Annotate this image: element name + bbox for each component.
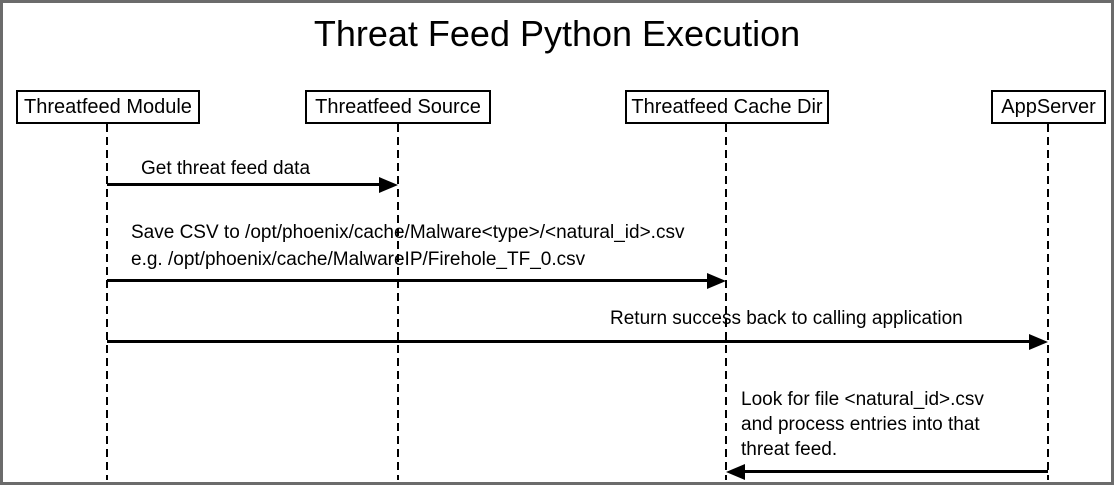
actor-label: AppServer <box>1001 95 1096 118</box>
message-arrow-line <box>107 279 708 282</box>
message-arrow-line <box>107 340 1030 343</box>
message-arrow-line <box>744 470 1048 473</box>
diagram-title: Threat Feed Python Execution <box>313 13 801 54</box>
arrowhead-right-icon <box>707 273 726 289</box>
lifeline-threatfeed-cache-dir <box>725 124 727 480</box>
message-label-save-csv: Save CSV to /opt/phoenix/cache/Malware<t… <box>131 219 684 273</box>
actor-threatfeed-module: Threatfeed Module <box>16 90 200 124</box>
arrowhead-left-icon <box>726 464 745 480</box>
lifeline-threatfeed-module <box>106 124 108 480</box>
actor-label: Threatfeed Module <box>24 95 192 118</box>
message-label-line: Return success back to calling applicati… <box>610 308 963 329</box>
actor-label: Threatfeed Source <box>315 95 481 118</box>
message-label-return-success: Return success back to calling applicati… <box>610 308 963 330</box>
message-arrow-line <box>107 183 380 186</box>
message-label-line: Save CSV to /opt/phoenix/cache/Malware<t… <box>131 222 685 243</box>
actor-threatfeed-source: Threatfeed Source <box>305 90 491 124</box>
actor-label: Threatfeed Cache Dir <box>631 95 823 118</box>
message-label-get-threat-feed-data: Get threat feed data <box>141 158 310 180</box>
message-label-line: Get threat feed data <box>141 158 311 179</box>
message-label-line: Look for file <natural_id>.csv <box>741 389 984 410</box>
message-label-line: e.g. /opt/phoenix/cache/MalwareIP/Fireho… <box>131 249 586 270</box>
arrowhead-right-icon <box>1029 334 1048 350</box>
lifeline-threatfeed-source <box>397 124 399 480</box>
lifeline-appserver <box>1047 124 1049 480</box>
message-label-line: threat feed. <box>741 439 838 460</box>
message-label-look-for-file: Look for file <natural_id>.csv and proce… <box>741 387 984 462</box>
actor-appserver: AppServer <box>991 90 1106 124</box>
actor-threatfeed-cache-dir: Threatfeed Cache Dir <box>625 90 829 124</box>
arrowhead-right-icon <box>379 177 398 193</box>
message-label-line: and process entries into that <box>741 414 980 435</box>
